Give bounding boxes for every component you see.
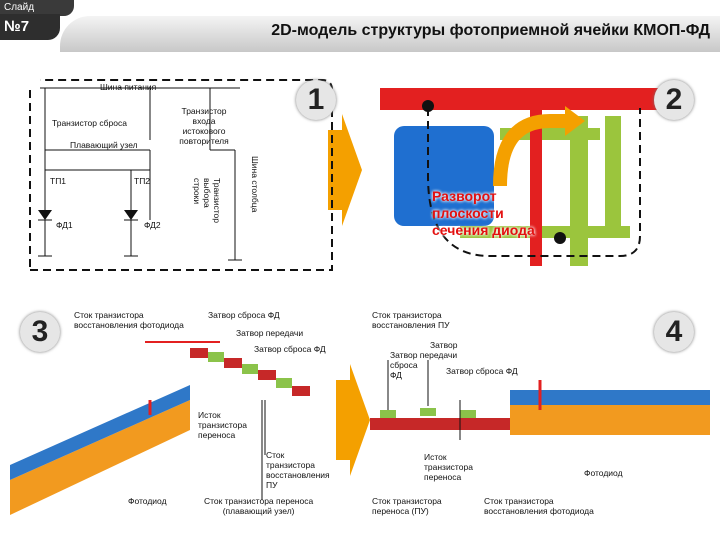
substrate-blue	[10, 385, 190, 480]
p4-src-line3: переноса	[424, 472, 462, 482]
p3-pu-line3: восстановления	[266, 470, 330, 480]
panel1-circuit	[29, 79, 333, 271]
arrow-right-top	[328, 114, 362, 226]
p3-drain-line1: Сток транзистора	[74, 310, 144, 320]
gate-chain	[190, 348, 310, 396]
power-bus-label: Шина питания	[100, 82, 157, 92]
tp1-label: ТП1	[50, 176, 67, 186]
drain-pu-label: Сток транзистора восстановления ПУ	[266, 450, 330, 490]
slide-number: №7	[4, 18, 30, 35]
rotate-line2: плоскости	[432, 205, 504, 221]
sf-line2: входа	[192, 116, 216, 126]
p4-drain-restore-label: Сток транзистора восстановления фотодиод…	[484, 496, 594, 516]
source-follower-label: Транзистор входа истокового повторителя	[172, 106, 236, 146]
substrate-orange	[10, 400, 190, 515]
column-bus-label: Шина столбца	[250, 156, 260, 213]
drain-transfer-label: Сток транзистора переноса (плавающий узе…	[204, 496, 313, 516]
p4-drain-transfer-label: Сток транзистора переноса (ПУ)	[372, 496, 442, 516]
p4-src-line2: транзистора	[424, 462, 473, 472]
p4-dt-line2: переноса (ПУ)	[372, 506, 429, 516]
p4-gate-line2: Затвор передачи	[390, 350, 458, 360]
p4-reset-gate-label: Затвор сброса ФД	[446, 366, 518, 376]
reset-gate2-label: Затвор сброса ФД	[254, 344, 326, 354]
p3-pu-line1: Сток	[266, 450, 285, 460]
arrow-right-bottom	[336, 364, 370, 476]
panel3-number: 3	[31, 315, 49, 348]
p3-src-line1: Исток	[198, 410, 221, 420]
panel2-badge: 2	[654, 80, 694, 120]
rotate-section-label: Разворот плоскости сечения диода	[432, 188, 535, 239]
p3-src-line2: транзистора	[198, 420, 247, 430]
panel2-number: 2	[665, 83, 683, 116]
p4-dp-line2: восстановления ПУ	[372, 320, 450, 330]
reset-gate-label: Затвор сброса ФД	[208, 310, 280, 320]
rs-line1: Транзистор	[212, 178, 222, 224]
slide-label: Слайд	[4, 2, 35, 13]
sf-line3: истокового	[182, 126, 226, 136]
panel3-structure	[10, 341, 310, 515]
p4-reset-line2: ФД	[390, 370, 402, 380]
p4-blue-layer	[510, 390, 710, 405]
p4-dp-line1: Сток транзистора	[372, 310, 442, 320]
p3-dt-line1: Сток транзистора переноса	[204, 496, 314, 506]
p4-gate-line1: Затвор	[430, 340, 458, 350]
rotate-arrow	[493, 114, 565, 187]
green-bar-2	[570, 116, 588, 266]
panel3-badge: 3	[20, 312, 60, 352]
p4-orange-layer	[510, 405, 710, 435]
slide-number-tab: №7	[0, 14, 60, 40]
floating-node-label: Плавающий узел	[70, 140, 138, 150]
rs-line3: строки	[192, 178, 202, 205]
sf-line1: Транзистор	[181, 106, 227, 116]
p4-dt-line1: Сток транзистора	[372, 496, 442, 506]
p3-pu-line4: ПУ	[266, 480, 278, 490]
p3-pu-line2: транзистора	[266, 460, 315, 470]
p4-source-label: Исток транзистора переноса	[424, 452, 473, 482]
page-title: 2D-модель структуры фотоприемной ячейки …	[271, 22, 710, 39]
reset-transistor-label: Транзистор сброса	[52, 118, 127, 128]
p4-photodiode-label: Фотодиод	[584, 468, 623, 478]
p4-dr-line1: Сток транзистора	[484, 496, 554, 506]
fd2-label: ФД2	[144, 220, 161, 230]
panel1-badge: 1	[296, 80, 336, 120]
panel1-number: 1	[307, 83, 325, 116]
fd1-label: ФД1	[56, 220, 73, 230]
p4-drain-pu-label: Сток транзистора восстановления ПУ	[372, 310, 450, 330]
drain-restore-label: Сток транзистора восстановления фотодиод…	[74, 310, 184, 330]
p3-drain-line2: восстановления фотодиода	[74, 320, 184, 330]
slide-tab: Слайд	[0, 0, 74, 16]
p3-dt-line2: (плавающий узел)	[222, 506, 295, 516]
red-gate-1	[530, 96, 542, 266]
panel4-badge: 4	[654, 312, 694, 352]
green-bar-3	[605, 116, 621, 226]
rotate-line3: сечения диода	[432, 222, 535, 238]
source-label: Исток транзистора переноса	[198, 410, 247, 440]
p4-dr-line2: восстановления фотодиода	[484, 506, 594, 516]
p3-src-line3: переноса	[198, 430, 236, 440]
title-bar	[60, 16, 720, 52]
photodiode-label: Фотодиод	[128, 496, 167, 506]
panel4-number: 4	[665, 315, 683, 348]
p4-gate-label: Затвор Затвор передачи сброса ФД	[390, 340, 457, 380]
diode-block	[394, 126, 494, 226]
rotate-line1: Разворот	[432, 188, 497, 204]
panel2-layout	[380, 88, 690, 266]
row-select-label: Транзистор выбора строки	[192, 178, 222, 223]
transfer-gate-label: Затвор передачи	[236, 328, 304, 338]
rs-line2: выбора	[202, 178, 212, 208]
tp2-label: ТП2	[134, 176, 151, 186]
panel4-structure	[370, 360, 710, 440]
p4-reset-line1: сброса	[390, 360, 418, 370]
p4-src-line1: Исток	[424, 452, 447, 462]
sf-line4: повторителя	[179, 136, 229, 146]
green-bar-4	[460, 226, 630, 238]
